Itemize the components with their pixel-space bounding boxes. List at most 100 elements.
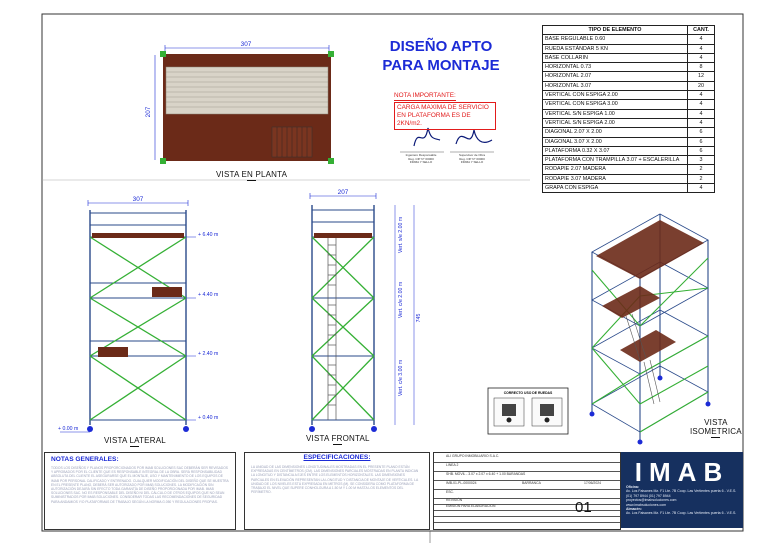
plan-view: 307 207	[145, 41, 334, 164]
specs-title: ESPECIFICACIONES:	[303, 454, 371, 461]
bom-item: PLATAFORMA CON TRAMPILLA 3.07 + ESCALERI…	[542, 155, 688, 166]
lateral-view: 307 + 6.40	[58, 196, 218, 433]
company-info: Oficina: Av. Los Faisanes Mz. F1 Lte. 7B…	[626, 485, 737, 516]
bom-item: GRAPA CON ESPIGA	[542, 183, 688, 194]
bom-qty: 20	[687, 80, 715, 92]
drawing-title: DISEÑO APTO PARA MONTAJE	[366, 37, 516, 75]
bom-item: VERTICAL S/N ESPIGA 2.00	[542, 117, 688, 129]
bom-qty: 6	[687, 127, 715, 138]
bom-qty: 4	[687, 43, 715, 54]
frontal-view-label: VISTA FRONTAL	[306, 434, 370, 445]
bom-item: VERTICAL CON ESPIGA 2.00	[542, 90, 688, 101]
sheet-number: 01	[575, 499, 592, 516]
lateral-width-dim: 307	[133, 196, 144, 203]
isometric-view-label: VISTA ISOMETRICA	[690, 418, 742, 438]
bom-header-qty: CANT.	[687, 24, 715, 36]
tb-description: SHB. MOVIL - 3.07 x 2.07 x 6.40 + 1.00 B…	[446, 472, 526, 476]
bom-qty: 2	[687, 164, 715, 175]
notes-title: NOTAS GENERALES:	[51, 456, 119, 463]
bom-item: RUEDA ESTÁNDAR 5 KN	[542, 43, 688, 54]
tb-revision: REVISIÓN	[446, 498, 463, 502]
bom-item: RODAPIE 2.07 MADERA	[542, 164, 688, 175]
frontal-ladder	[327, 237, 337, 420]
level-label: + 2.40 m	[198, 351, 218, 357]
notes-text: TODOS LOS DISEÑOS Y PLANOS PROPORCIONADO…	[51, 466, 229, 504]
level-label: + 6.40 m	[198, 232, 218, 238]
frontal-view: 207	[309, 189, 422, 432]
bom-item: HORIZONTAL 0.73	[542, 62, 688, 73]
tb-client: ALI GRUPO INMOBILIARIO S.A.C.	[446, 454, 500, 458]
bom-qty: 8	[687, 62, 715, 73]
bom-qty: 12	[687, 71, 715, 82]
tb-plan-code: IMB-01-PL-0000024	[446, 481, 477, 485]
signature-caption: Ingeniero Responsable Reg. CIP N° 00000 …	[405, 153, 437, 165]
bom-qty: 4	[687, 99, 715, 110]
vert-mid-dim: Vert. c/e 2.00 m	[398, 282, 404, 318]
bom-item: DIAGONAL 2.07 X 2.00	[542, 127, 688, 138]
level-label: + 4.40 m	[198, 292, 218, 298]
bom-item: VERTICAL CON ESPIGA 3.00	[542, 99, 688, 110]
signature-1	[400, 127, 444, 153]
title-line-1: DISEÑO APTO	[389, 38, 493, 55]
bom-item: BASE REGULABLE 0.60	[542, 34, 688, 45]
plan-width-dim: 307	[241, 41, 252, 48]
company-logo-block: IMAB Oficina: Av. Los Faisanes Mz. F1 Lt…	[621, 452, 743, 528]
specifications: ESPECIFICACIONES: LA UNIDAD DE LAS DIMEN…	[244, 452, 430, 530]
bom-qty: 4	[687, 90, 715, 101]
plan-view-label: VISTA EN PLANTA	[216, 170, 288, 181]
safety-sign-title: CORRECTO USO DE RUEDAS	[504, 391, 553, 395]
plan-depth-dim: 207	[145, 106, 152, 117]
plan-grating	[165, 66, 329, 115]
bom-item: RODAPIE 3.07 MADERA	[542, 173, 688, 185]
bom-item: HORIZONTAL 2.07	[542, 71, 688, 82]
bom-qty: 4	[687, 117, 715, 129]
signature-caption: Supervisor de Obra Reg. CIP N° 00000 FIR…	[458, 153, 485, 165]
bom-row: PLATAFORMA CON TRAMPILLA 3.07 + ESCALERI…	[542, 155, 715, 166]
tb-date: 17/06/2024	[584, 481, 601, 485]
tb-location: BARRANCA	[522, 481, 541, 485]
bom-item: BASE COLLARIN	[542, 52, 688, 64]
general-notes: NOTAS GENERALES: TODOS LOS DISEÑOS Y PLA…	[44, 452, 236, 530]
vert-top-dim: Vert. s/e 2.00 m	[398, 217, 404, 253]
frontal-width-dim: 207	[338, 189, 349, 196]
safety-sign: CORRECTO USO DE RUEDAS	[487, 387, 569, 435]
bom-qty: 6	[687, 145, 715, 157]
bom-item: PLATAFORMA 0.32 X 3.07	[542, 145, 688, 157]
tb-scale: ESC.	[446, 490, 454, 494]
isometric-view	[589, 213, 711, 445]
sheet-border	[41, 13, 744, 532]
bom-item: HORIZONTAL 3.07	[542, 80, 688, 92]
important-note: NOTA IMPORTANTE: CARGA MAXIMA DE SERVICI…	[394, 92, 496, 148]
bom-qty: 4	[687, 34, 715, 45]
lateral-view-label: VISTA LATERAL	[104, 436, 166, 447]
level-label: + 0.40 m	[198, 415, 218, 421]
vert-bot-dim: Vert. c/e 3.00 m	[398, 360, 404, 396]
note-body: CARGA MAXIMA DE SERVICIO EN PLATAFORMA E…	[394, 102, 496, 130]
bill-of-materials: TIPO DE ELEMENTO CANT. BASE REGULABLE 0.…	[542, 24, 715, 194]
tb-project: LINEA 2	[446, 463, 459, 467]
bom-qty: 4	[687, 108, 715, 119]
company-logo: IMAB	[634, 457, 730, 487]
bom-header-item: TIPO DE ELEMENTO	[542, 24, 688, 36]
bom-item: DIAGONAL 3.07 X 2.00	[542, 136, 688, 147]
level-label: + 0.00 m	[58, 426, 78, 432]
bom-item: VERTICAL S/N ESPIGA 1.00	[542, 108, 688, 119]
